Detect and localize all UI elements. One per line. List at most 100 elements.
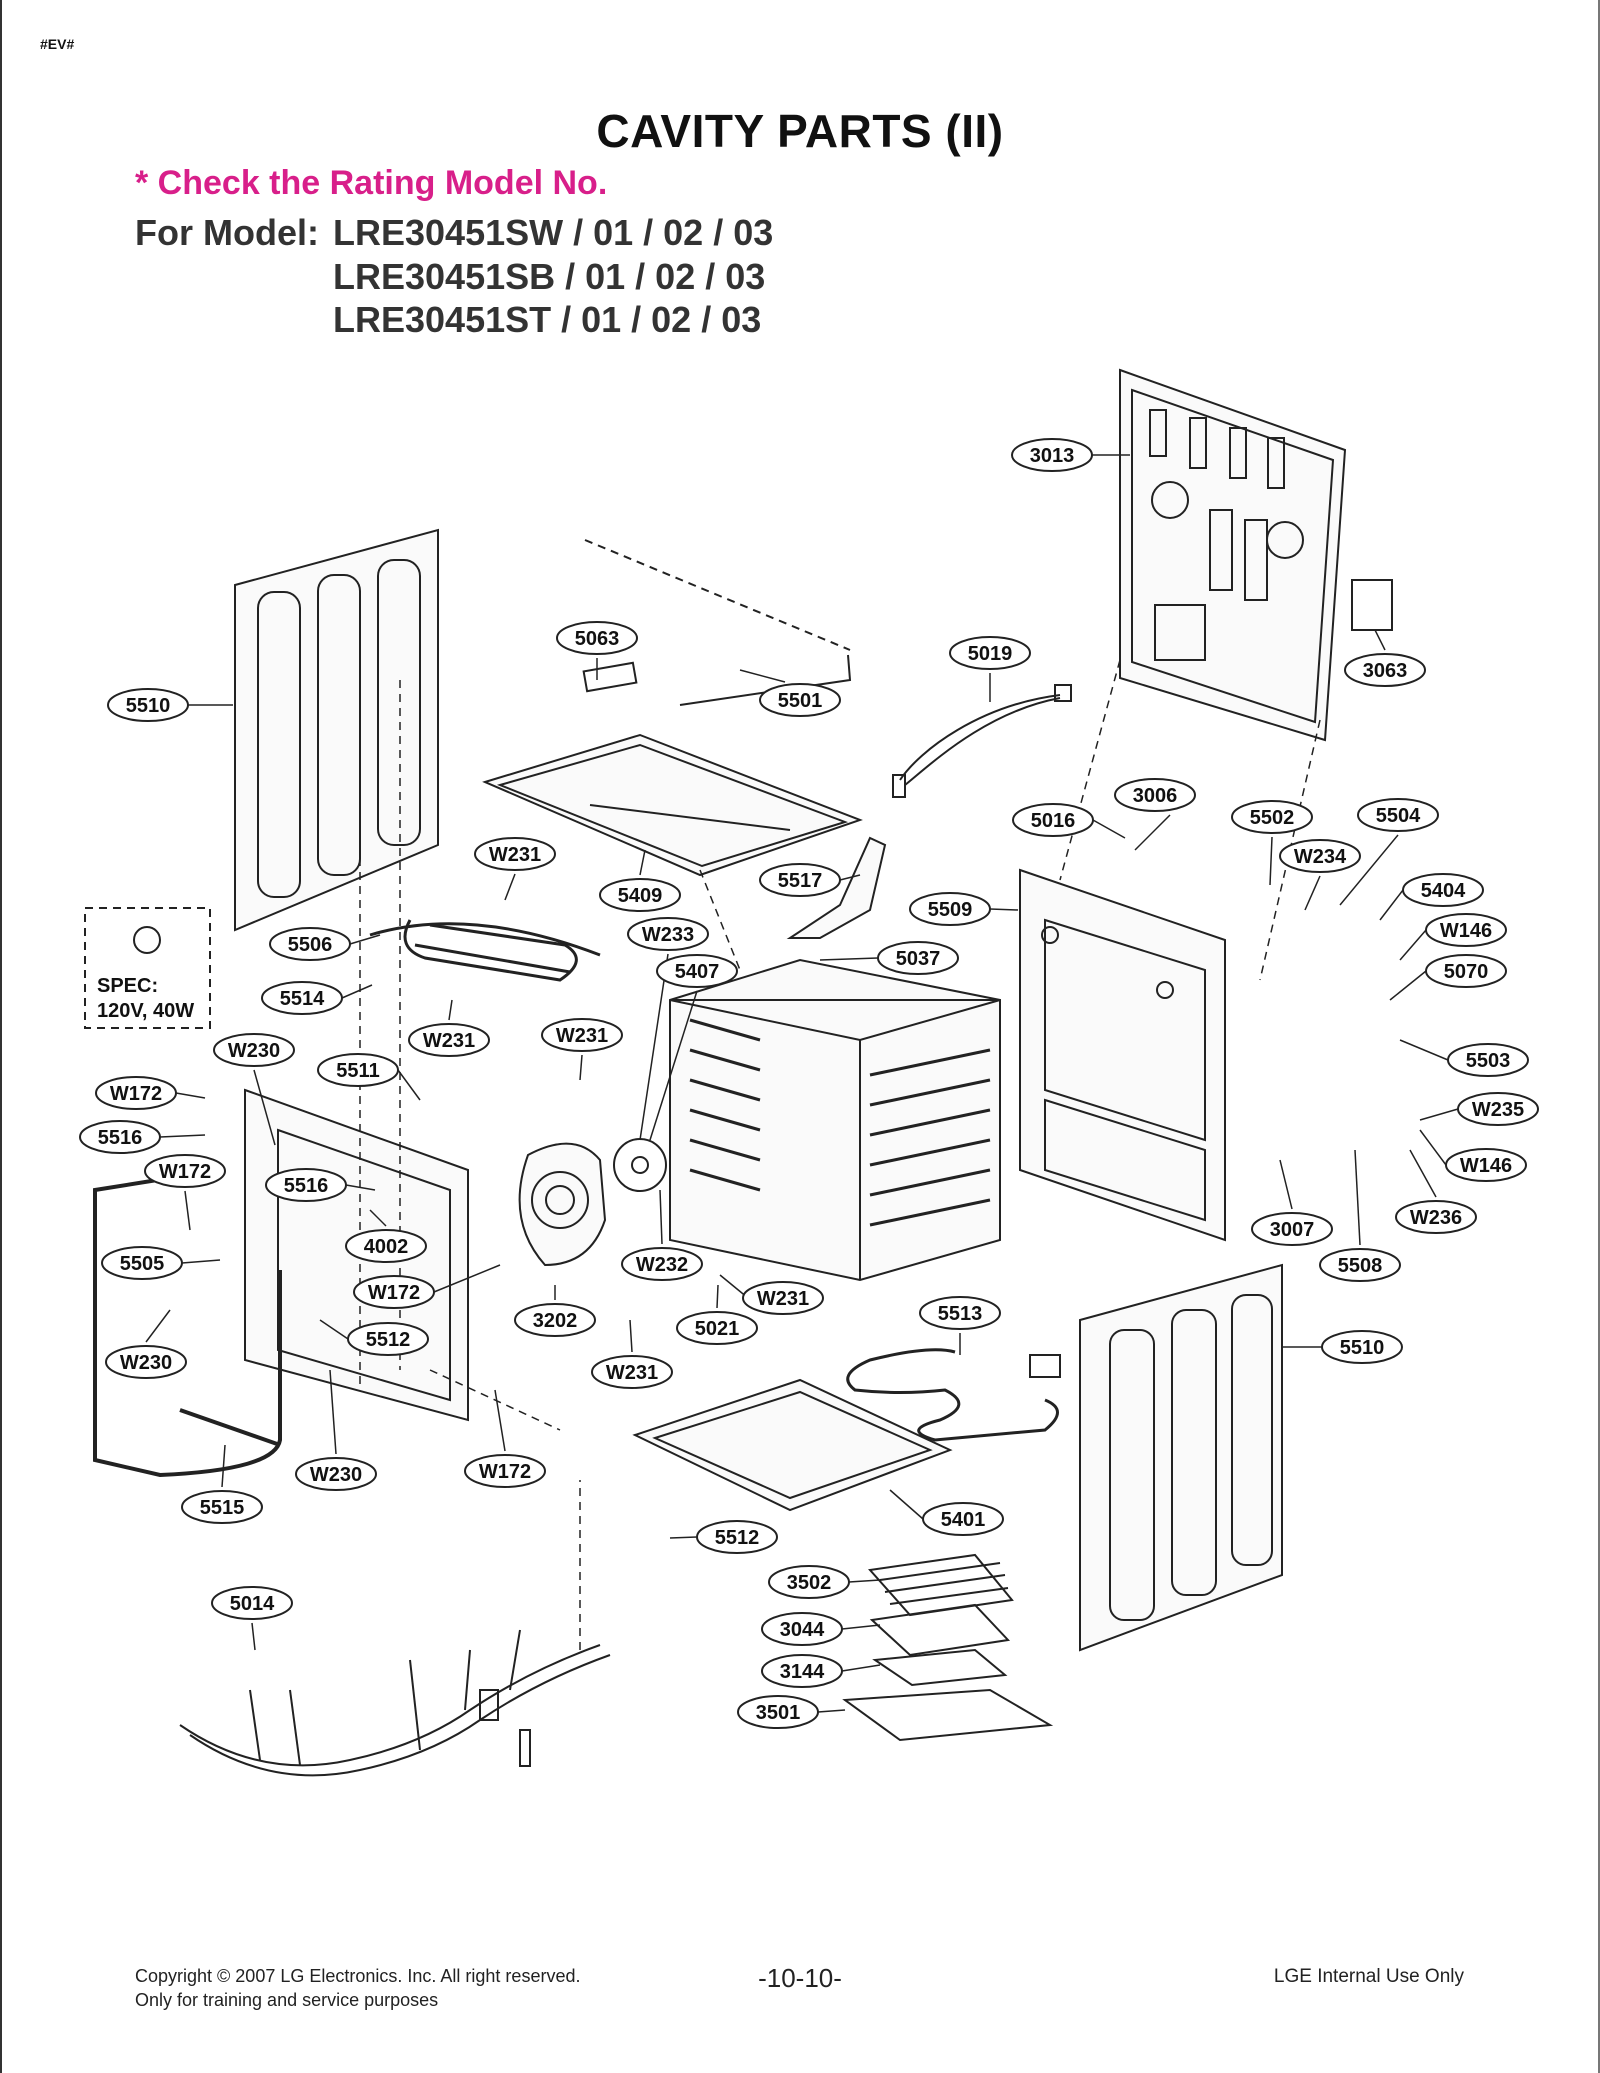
callout-label: W146 (1440, 920, 1492, 942)
callout-label: 3044 (780, 1619, 825, 1641)
callout-17: 5506 (269, 927, 381, 961)
callout-33: 5516 (265, 1168, 376, 1202)
bake-element-drawing (846, 1348, 1061, 1442)
callout-bubble (737, 1695, 819, 1729)
callout-26: W230 (213, 1033, 295, 1146)
callout-label: 3007 (1270, 1219, 1315, 1241)
callout-bubble (1011, 438, 1093, 472)
callout-bubble (213, 1033, 295, 1067)
callout-bubble (676, 1311, 758, 1345)
callout-35: 3007 (1251, 1159, 1333, 1246)
callout-25: 5503 (1399, 1039, 1529, 1077)
callout-label: W236 (1410, 1207, 1462, 1229)
callout-38: 5505 (101, 1246, 221, 1280)
page-border-left (0, 0, 2, 2073)
bottom-tray-drawing (632, 1378, 953, 1512)
callout-label: W234 (1294, 846, 1347, 868)
callout-label: 3202 (533, 1310, 578, 1332)
callout-54: 5014 (211, 1586, 293, 1651)
callout-12: 5517 (759, 863, 861, 897)
callout-bubble (1344, 653, 1426, 687)
callout-36: 4002 (345, 1209, 427, 1263)
oven-racks-drawing (842, 1553, 1054, 1742)
callout-label: 5409 (618, 885, 663, 907)
leader-line (504, 873, 516, 901)
leader-line (1134, 814, 1171, 851)
callout-9: 5504 (1339, 798, 1439, 906)
callout-label: W172 (479, 1461, 531, 1483)
callout-45: 5513 (919, 1296, 1001, 1355)
callout-label: W235 (1472, 1099, 1524, 1121)
callout-label: 5502 (1250, 807, 1295, 829)
callout-label: 5021 (695, 1318, 740, 1340)
internal-use-note: LGE Internal Use Only (1273, 1966, 1464, 1987)
callout-label: 5504 (1376, 805, 1421, 827)
leader-line (841, 1664, 881, 1672)
callout-bubble (474, 837, 556, 871)
left-side-panel-drawing (234, 528, 439, 932)
callout-label: W146 (1460, 1155, 1512, 1177)
callout-bubble (909, 892, 991, 926)
callout-label: W231 (489, 844, 541, 866)
copyright-text: Copyright © 2007 LG Electronics. Inc. Al… (135, 1966, 581, 1986)
callout-43: 5021 (676, 1284, 758, 1345)
callout-bubble (1445, 1148, 1527, 1182)
callout-34: W236 (1395, 1149, 1477, 1234)
callout-label: W172 (368, 1282, 420, 1304)
leader-line (1419, 1129, 1447, 1166)
callout-bubble (768, 1565, 850, 1599)
callout-label: W230 (120, 1352, 172, 1374)
callout-16: W146 (1399, 913, 1507, 961)
back-panel-drawing (1119, 368, 1393, 742)
leader-line (448, 999, 453, 1021)
callout-label: 5509 (928, 899, 973, 921)
callout-3: 5019 (949, 636, 1031, 702)
callout-31: W146 (1419, 1129, 1527, 1182)
leader-line (251, 1622, 256, 1651)
page-title: CAVITY PARTS (II) (596, 105, 1004, 157)
leader-line (639, 849, 646, 876)
leader-line (494, 1389, 506, 1452)
leader-line (1092, 819, 1126, 839)
callout-44: 3202 (514, 1285, 596, 1337)
leader-line (1389, 970, 1427, 1001)
leader-line (1399, 929, 1427, 961)
leader-line (716, 1284, 719, 1309)
callout-51: 5515 (181, 1444, 263, 1524)
callout-label: 5037 (896, 948, 941, 970)
leader-line (889, 1489, 924, 1520)
callout-bubble (761, 1654, 843, 1688)
page-tag: #EV# (40, 36, 75, 52)
callout-18: W233 (627, 917, 709, 1141)
leader-line (159, 1134, 206, 1138)
callout-label: W233 (642, 924, 694, 946)
callout-58: 3501 (737, 1695, 846, 1729)
model-label: For Model: (135, 212, 319, 253)
callout-label: W231 (606, 1362, 658, 1384)
leader-line (629, 1319, 633, 1353)
callout-8: 5502 (1231, 800, 1313, 886)
spec-line-2: 120V, 40W (97, 1000, 194, 1022)
callout-label: 4002 (364, 1236, 409, 1258)
callout-bubble (922, 1502, 1004, 1536)
callout-53: 5512 (669, 1520, 778, 1554)
callout-bubble (1457, 1092, 1539, 1126)
exploded-parts-diagram: 3013306350635019550155103006501655025504… (79, 368, 1539, 1777)
callout-21: 5407 (649, 954, 738, 1141)
callout-bubble (261, 981, 343, 1015)
callout-bubble (591, 1355, 673, 1389)
callout-49: W230 (295, 1369, 377, 1491)
leader-line (175, 1092, 206, 1099)
broil-element-drawing (369, 919, 601, 982)
callout-label: 3006 (1133, 785, 1178, 807)
oven-cavity-drawing (669, 958, 1001, 1282)
leader-line (369, 1209, 387, 1227)
leader-line (649, 990, 698, 1141)
callout-bubble (1447, 1043, 1529, 1077)
leader-line (1409, 1149, 1437, 1198)
leader-line (1419, 1108, 1459, 1121)
callout-1: 3063 (1344, 629, 1426, 687)
callout-label: 5016 (1031, 810, 1076, 832)
callout-bubble (877, 941, 959, 975)
